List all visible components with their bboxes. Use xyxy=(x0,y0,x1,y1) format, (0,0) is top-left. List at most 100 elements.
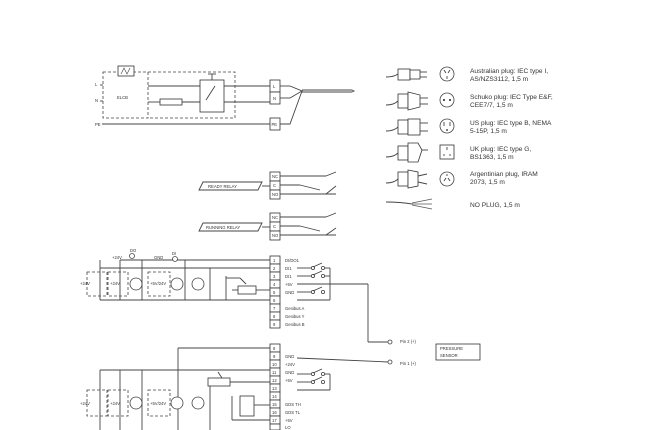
svg-text:+5V/24V: +5V/24V xyxy=(150,281,166,286)
svg-text:+5V: +5V xyxy=(285,282,293,287)
bare-wire-icon xyxy=(385,198,433,210)
plug-list: Australian plug: IEC type I, AS/NZS3112,… xyxy=(385,66,553,210)
svg-text:6: 6 xyxy=(273,298,276,303)
svg-text:GDS TH: GDS TH xyxy=(285,402,301,407)
svg-text:LO: LO xyxy=(285,425,291,430)
svg-text:NC: NC xyxy=(272,174,278,179)
svg-text:GND: GND xyxy=(285,370,294,375)
upper-potentiometer xyxy=(237,285,257,295)
svg-text:3: 3 xyxy=(273,274,276,279)
svg-text:7: 7 xyxy=(273,306,276,311)
fuse xyxy=(159,98,183,106)
svg-text:NO PLUG, 1,5 m: NO PLUG, 1,5 m xyxy=(470,202,520,209)
uk-plug-icon xyxy=(385,142,455,163)
svg-text:15: 15 xyxy=(272,402,277,407)
running-relay-label-box xyxy=(198,222,263,232)
svg-text:2073, 1,5 m: 2073, 1,5 m xyxy=(470,179,505,186)
io-device-circle-5 xyxy=(170,396,184,410)
io-device-circle-3 xyxy=(191,277,205,291)
argentinian-plug-icon xyxy=(385,169,455,189)
svg-text:+24V: +24V xyxy=(110,401,120,406)
svg-text:UK plug: IEC type G,: UK plug: IEC type G, xyxy=(470,146,531,153)
pressure-sensor: Pin 2 (+) Pin 1 (+) PRESSURE SENSOR xyxy=(296,339,481,366)
svg-text:CEE7/7, 1,5 m: CEE7/7, 1,5 m xyxy=(470,102,513,109)
svg-text:+24V: +24V xyxy=(80,401,90,406)
svg-text:1: 1 xyxy=(273,258,276,263)
svg-text:Pin 1 (+): Pin 1 (+) xyxy=(400,361,417,366)
io-device-circle-6 xyxy=(191,396,205,410)
upper-io: DO DI +24V GND +24V +24V +5V/24V xyxy=(80,248,369,342)
svg-text:5: 5 xyxy=(273,290,276,295)
svg-text:AS/NZS3112, 1,5 m: AS/NZS3112, 1,5 m xyxy=(470,76,529,83)
svg-text:17: 17 xyxy=(272,418,277,423)
io-device-circle-1 xyxy=(129,277,143,291)
svg-text:Genibus A: Genibus A xyxy=(285,306,305,311)
pressure-sensor-box xyxy=(435,343,481,361)
svg-text:SENSOR: SENSOR xyxy=(440,353,458,358)
neutral-label: N xyxy=(95,98,98,103)
svg-text:BS1363, 1,5 m: BS1363, 1,5 m xyxy=(470,154,514,161)
svg-text:GND: GND xyxy=(154,255,163,260)
line-label: L xyxy=(95,82,98,87)
running-relay: RUNNING RELAY NC C NO xyxy=(198,212,337,241)
io-device-circle-2 xyxy=(170,277,184,291)
svg-text:C: C xyxy=(273,224,276,229)
svg-text:10: 10 xyxy=(272,362,277,367)
elcb-label: ELCB xyxy=(117,95,128,100)
svg-text:9: 9 xyxy=(273,322,276,327)
svg-text:Argentinian plug, IRAM: Argentinian plug, IRAM xyxy=(470,171,538,178)
svg-text:14: 14 xyxy=(272,394,277,399)
svg-text:NO: NO xyxy=(272,233,279,238)
svg-text:+24V: +24V xyxy=(110,281,120,286)
svg-text:11: 11 xyxy=(272,370,277,375)
svg-text:+5V: +5V xyxy=(285,378,293,383)
main-switch xyxy=(199,79,225,113)
power-section: ELCB L N L N PE xyxy=(95,65,356,131)
elcb-test-button xyxy=(117,65,135,77)
svg-text:13: 13 xyxy=(272,386,277,391)
svg-text:16: 16 xyxy=(272,410,277,415)
svg-text:PE: PE xyxy=(272,122,278,127)
svg-text:8: 8 xyxy=(273,346,276,351)
svg-text:GND: GND xyxy=(285,354,294,359)
svg-text:RUNNING RELAY: RUNNING RELAY xyxy=(206,225,240,230)
ready-relay-label-box xyxy=(198,181,263,191)
svg-text:READY RELAY: READY RELAY xyxy=(208,184,237,189)
svg-text:NO: NO xyxy=(272,192,279,197)
svg-text:Genibus Y: Genibus Y xyxy=(285,314,305,319)
australian-plug-icon xyxy=(385,66,455,82)
svg-text:5-15P, 1,5 m: 5-15P, 1,5 m xyxy=(470,128,507,135)
lower-module xyxy=(239,395,255,417)
svg-text:8: 8 xyxy=(273,314,276,319)
svg-text:9: 9 xyxy=(273,354,276,359)
svg-text:+5V: +5V xyxy=(285,418,293,423)
svg-text:C: C xyxy=(273,183,276,188)
svg-text:+24V: +24V xyxy=(285,362,295,367)
svg-text:GDS TL: GDS TL xyxy=(285,410,301,415)
svg-text:4: 4 xyxy=(273,282,276,287)
pe-label: PE xyxy=(95,122,101,127)
svg-text:DO: DO xyxy=(130,248,137,253)
svg-text:DI1: DI1 xyxy=(285,266,292,271)
schuko-plug-icon xyxy=(385,91,455,111)
svg-text:US plug: IEC type B, NEMA: US plug: IEC type B, NEMA xyxy=(470,120,552,127)
lower-io: +24V +24V +5V/24V 8 9 10 11 12 13 14 xyxy=(80,343,331,430)
svg-text:+24V: +24V xyxy=(80,281,90,286)
svg-text:+24V: +24V xyxy=(112,255,122,260)
svg-text:DI: DI xyxy=(172,251,176,256)
svg-text:DI1: DI1 xyxy=(285,274,292,279)
svg-text:DI/DO1: DI/DO1 xyxy=(285,258,300,263)
svg-text:PRESSURE: PRESSURE xyxy=(440,346,463,351)
svg-text:Schuko plug: IEC Type E&F,: Schuko plug: IEC Type E&F, xyxy=(470,94,553,101)
svg-text:2: 2 xyxy=(273,266,276,271)
svg-text:L: L xyxy=(273,84,276,89)
svg-text:Pin 2 (+): Pin 2 (+) xyxy=(400,339,417,344)
svg-text:12: 12 xyxy=(272,378,277,383)
us-plug-icon xyxy=(385,118,455,136)
device-box-1 xyxy=(86,271,108,297)
lower-potentiometer xyxy=(207,377,231,387)
io-device-circle-4 xyxy=(129,396,143,410)
svg-text:N: N xyxy=(273,96,276,101)
svg-text:Genibus B: Genibus B xyxy=(285,322,305,327)
